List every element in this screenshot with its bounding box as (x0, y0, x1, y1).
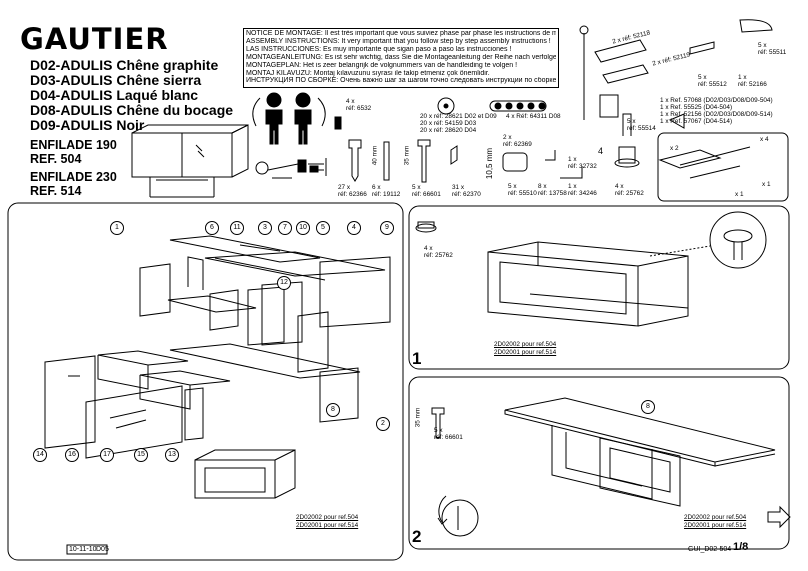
hardware-drawings (334, 19, 773, 183)
part-number: 12 (277, 276, 291, 290)
part-number: 1 (110, 221, 124, 235)
model-line: D02-ADULIS Chêne graphite (30, 57, 219, 73)
notice-line: ASSEMBLY INSTRUCTIONS: It very important… (246, 37, 551, 45)
exploded-view (44, 235, 391, 499)
hw-label: 5 x réf: 55511 (758, 42, 787, 56)
notice-line: LAS INSTRUCCIONES: Es muy importante que… (246, 45, 512, 53)
footer-doc: GUI_D02-504 (688, 546, 732, 553)
step1-panel (408, 205, 790, 370)
enfilade-190: ENFILADE 190 REF. 504 (30, 138, 117, 166)
hw-label: 31 x réf: 62370 (452, 184, 481, 198)
part-number: 5 (316, 221, 330, 235)
hw-qty: x 2 (670, 145, 679, 152)
hw-label: 6 x réf: 19112 (372, 184, 401, 198)
notice-line: ИНСТРУКЦИЯ ПО СБОРКЕ: Очень важно шаг за… (246, 77, 556, 85)
hw-label: 5 x réf: 55512 (698, 74, 727, 88)
part-number: 4 (347, 221, 361, 235)
notice-box: NOTICE DE MONTAGE: Il est très important… (243, 28, 559, 88)
frame-label: 2D02002 pour ref.504 (684, 514, 747, 521)
hw-mm: 40 mm (371, 145, 379, 166)
part-number: 16 (65, 448, 79, 462)
frame-label: 2D02002 pour ref.504 (494, 341, 557, 348)
model-list: D02-ADULIS Chêne graphite D03-ADULIS Chê… (30, 58, 233, 133)
hw-label: 1 x réf: 52166 (738, 74, 767, 88)
enfilade-title: ENFILADE 230 (30, 170, 117, 184)
part-number: 2 (376, 417, 390, 431)
hw-label: 27 x réf: 62366 (338, 184, 367, 198)
notice-line: MONTAGEPLAN: Het is zeer belangrijk de v… (246, 61, 518, 69)
hw-label: 5 x réf: 66601 (412, 184, 441, 198)
enfilade-230: ENFILADE 230 REF. 514 (30, 170, 117, 198)
hw-qty: x 1 (735, 191, 744, 198)
hw-label: 5 x réf: 55510 (508, 183, 537, 197)
model-line: D04-ADULIS Laqué blanc (30, 87, 199, 103)
enfilade-title: ENFILADE 190 (30, 138, 117, 152)
enfilade-ref: REF. 504 (30, 152, 82, 166)
footer-date: 10-11-10 (69, 546, 97, 553)
model-line: D09-ADULIS Noir (30, 117, 145, 133)
hw-mm: 35 mm (403, 145, 411, 166)
step2-mm: 35 mm (414, 407, 422, 428)
frame-label: 2D02001 pour ref.514 (494, 349, 557, 356)
hw-label: 4 x Réf: 64311 D08 (506, 113, 561, 120)
hw-qty: x 4 (760, 136, 769, 143)
part-number: 15 (134, 448, 148, 462)
part-number: 14 (33, 448, 47, 462)
hw-label: 2 x réf: 62369 (503, 134, 532, 148)
part-number: 11 (230, 221, 244, 235)
main-panel (7, 202, 404, 561)
notice-line: NOTICE DE MONTAGE: Il est très important… (246, 30, 556, 37)
part-number: 17 (100, 448, 114, 462)
part-number: 6 (205, 221, 219, 235)
hw-label: 4 x réf: 25762 (615, 183, 644, 197)
step-number: 2 (412, 527, 422, 546)
hw-label: 4 x réf: 6532 (346, 98, 372, 112)
page-number: 1/8 (733, 541, 749, 553)
hw-label: 5 x réf: 55514 (627, 118, 656, 132)
hw-mm: 10,5 mm (485, 147, 495, 180)
brand-logo: GAUTIER (20, 22, 169, 56)
enfilade-ref: REF. 514 (30, 184, 82, 198)
hw-label: 1 x réf: 34246 (568, 183, 597, 197)
frame-label: 2D02002 pour ref.504 (296, 514, 359, 521)
footer-date-box (66, 544, 108, 555)
part-number: 10 (296, 221, 310, 235)
frame-label: 2D02001 pour ref.514 (296, 522, 359, 529)
model-line: D08-ADULIS Chêne du bocage (30, 102, 234, 118)
two-people-icon (265, 92, 312, 145)
model-line: D03-ADULIS Chêne sierra (30, 72, 202, 88)
hw-qty: x 1 (762, 181, 771, 188)
hw-label: 1 x réf: 32732 (568, 156, 597, 170)
step1-drawing (415, 211, 767, 327)
footer-code: D05 (96, 546, 109, 553)
frame-label: 2D02001 pour ref.514 (684, 522, 747, 529)
part-number: 13 (165, 448, 179, 462)
hw-four: 4 (598, 146, 604, 156)
notice-line: MONTAJ KILAVUZU: Montaj kılavuzunu sıyra… (246, 69, 490, 77)
cabinet-thumbnail (131, 124, 249, 198)
part-number: 8 (326, 403, 340, 417)
part-number: 8 (641, 400, 655, 414)
tools-icon (255, 158, 327, 179)
step2-ref: 5 x réf: 66601 (434, 427, 463, 441)
step1-ref: 4 x réf: 25762 (424, 245, 453, 259)
hw-label: 20 x réf: 28621 D02 et D09 20 x réf: 541… (420, 113, 497, 134)
notice-line: MONTAGEANLEITUNG: Es ist sehr wichtig, d… (246, 53, 556, 61)
hw-label: 8 x réf: 13758 (538, 183, 567, 197)
part-number: 9 (380, 221, 394, 235)
step2-drawing (431, 397, 776, 537)
part-number: 3 (258, 221, 272, 235)
step-number: 1 (412, 349, 422, 368)
part-number: 7 (278, 221, 292, 235)
next-arrow-icon (767, 505, 791, 529)
step2-panel (408, 376, 790, 550)
hardware-box (657, 132, 789, 202)
hw-refs: 1 x Ref. 57068 (D02/D03/D08/D09-504) 1 x… (660, 97, 773, 125)
